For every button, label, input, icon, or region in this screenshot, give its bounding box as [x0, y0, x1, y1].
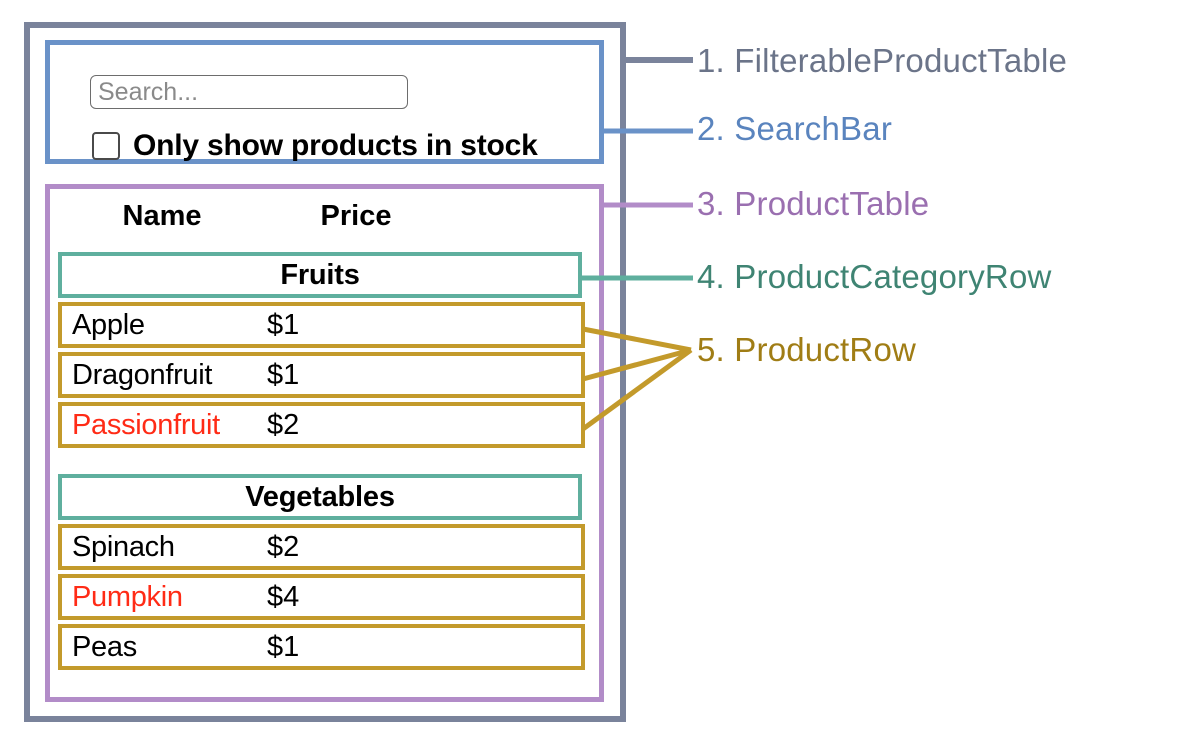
legend-item-filterable-product-table: 1. FilterableProductTable	[697, 42, 1068, 79]
product-name-cell: Peas	[72, 630, 137, 663]
product-category-label: Vegetables	[245, 480, 395, 513]
legend-item-product-row: 5. ProductRow	[697, 331, 917, 368]
product-price-cell: $4	[267, 580, 300, 613]
product-row: Passionfruit $2	[58, 402, 585, 448]
in-stock-checkbox-label: Only show products in stock	[133, 129, 538, 162]
product-row: Dragonfruit $1	[58, 352, 585, 398]
product-row: Pumpkin $4	[58, 574, 585, 620]
search-bar-container	[45, 40, 604, 164]
in-stock-checkbox[interactable]	[92, 132, 120, 160]
search-input[interactable]	[90, 75, 408, 109]
product-table-container	[45, 184, 604, 702]
product-table-header: Name Price	[58, 193, 583, 239]
product-price-cell: $2	[267, 408, 300, 441]
column-header-price: Price	[320, 199, 392, 232]
product-name-cell: Apple	[72, 308, 145, 341]
in-stock-filter-row[interactable]: Only show products in stock	[92, 128, 538, 164]
product-row: Apple $1	[58, 302, 585, 348]
legend-item-search-bar: 2. SearchBar	[697, 110, 893, 147]
product-name-cell: Spinach	[72, 530, 175, 563]
legend-item-product-table: 3. ProductTable	[697, 185, 930, 222]
product-category-label: Fruits	[280, 258, 360, 291]
column-header-name: Name	[122, 199, 202, 232]
product-price-cell: $2	[267, 530, 300, 563]
product-price-cell: $1	[267, 308, 300, 341]
product-name-cell: Pumpkin	[72, 580, 183, 613]
product-category-row: Vegetables	[58, 474, 582, 520]
product-price-cell: $1	[267, 630, 300, 663]
legend-item-product-category-row: 4. ProductCategoryRow	[697, 258, 1052, 295]
product-name-cell: Passionfruit	[72, 408, 220, 441]
section-gap	[58, 452, 585, 474]
product-row: Spinach $2	[58, 524, 585, 570]
product-row: Peas $1	[58, 624, 585, 670]
product-category-row: Fruits	[58, 252, 582, 298]
product-name-cell: Dragonfruit	[72, 358, 213, 391]
product-price-cell: $1	[267, 358, 300, 391]
